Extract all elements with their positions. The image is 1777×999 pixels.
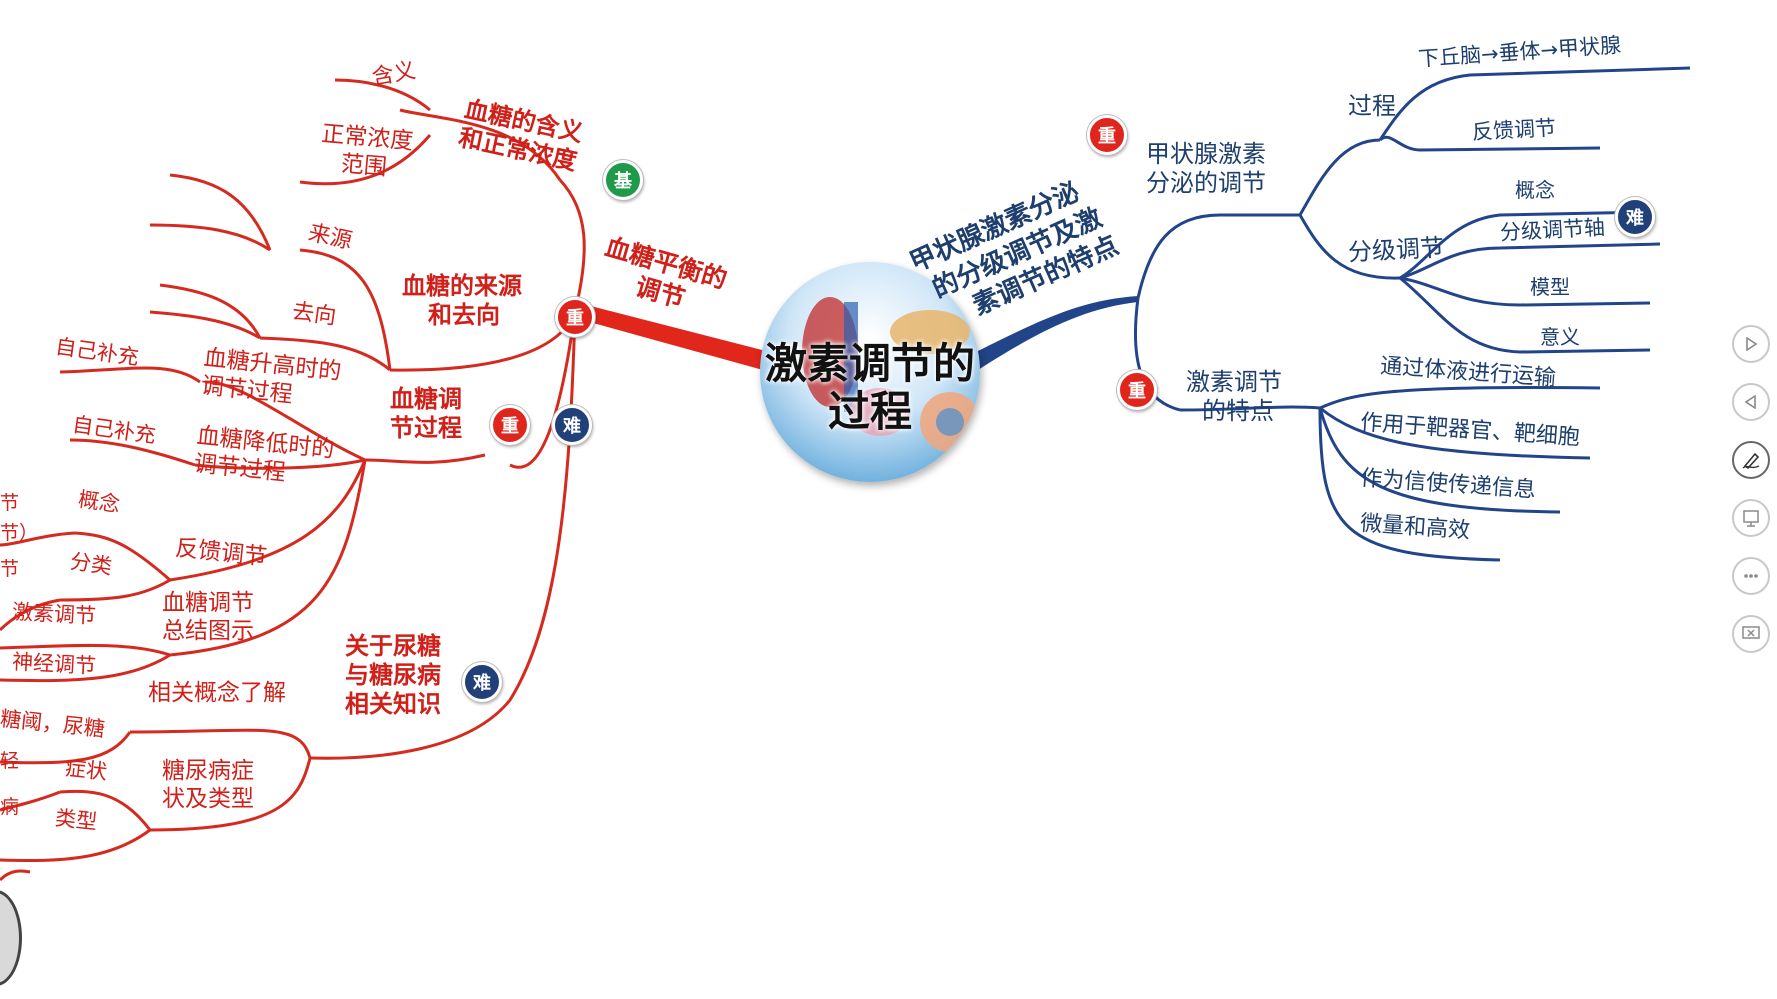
badge-hard: 难 <box>462 662 502 702</box>
next-slide-button[interactable] <box>1732 325 1770 363</box>
topic-regulation-process[interactable]: 血糖调 节过程 <box>390 385 462 442</box>
pen-icon <box>1742 452 1760 470</box>
node-grading-concept[interactable]: 概念 <box>1515 178 1555 202</box>
node-normal-concentration[interactable]: 正常浓度 范围 <box>320 121 415 181</box>
cut-off-text: 轻 <box>0 750 20 772</box>
node-feedback[interactable]: 反馈调节 <box>1471 115 1557 145</box>
node-hormone-regulation[interactable]: 激素调节 <box>11 599 97 629</box>
pointer-tool-button[interactable] <box>1732 499 1770 537</box>
node-neural-regulation[interactable]: 神经调节 <box>11 649 97 679</box>
main-branch-right <box>970 296 1138 372</box>
organ-illustration <box>802 297 980 452</box>
node-symptoms-types[interactable]: 糖尿病症 状及类型 <box>162 758 254 812</box>
badge-key: 重 <box>490 405 530 445</box>
end-presentation-button[interactable] <box>1732 615 1770 653</box>
node-grading-regulation[interactable]: 分级调节 <box>1347 233 1445 267</box>
center-topic-image[interactable] <box>760 262 980 482</box>
center-topic-title: 激素调节的 过程 <box>764 339 975 437</box>
badge-key: 重 <box>1117 370 1157 410</box>
main-branch-left <box>575 302 770 372</box>
topic-hormone-features[interactable]: 激素调节 的特点 <box>1186 368 1282 425</box>
topic-thyroid-secretion[interactable]: 甲状腺激素 分泌的调节 <box>1146 140 1266 197</box>
node-summary-diagram[interactable]: 血糖调节 总结图示 <box>162 590 254 644</box>
cut-off-text: 节） <box>0 522 39 544</box>
node-grading-model[interactable]: 模型 <box>1530 275 1570 299</box>
node-process[interactable]: 过程 <box>1348 92 1396 120</box>
badge-key: 重 <box>555 297 595 337</box>
prev-slide-button[interactable] <box>1732 383 1770 421</box>
topic-diabetes-knowledge[interactable]: 关于尿糖 与糖尿病 相关知识 <box>345 632 441 718</box>
close-presentation-icon <box>1742 626 1760 639</box>
pen-tool-button[interactable] <box>1732 441 1770 479</box>
pointer-icon <box>1743 510 1759 527</box>
badge-basic: 基 <box>603 160 643 200</box>
badge-hard: 难 <box>552 405 592 445</box>
badge-hard: 难 <box>1615 197 1655 237</box>
more-options-button[interactable] <box>1732 557 1770 595</box>
node-types[interactable]: 类型 <box>53 805 99 835</box>
more-icon <box>1744 574 1758 578</box>
topic-source[interactable]: 血糖的来源 和去向 <box>402 272 522 329</box>
cut-off-text: 节 <box>0 492 20 514</box>
node-symptoms[interactable]: 症状 <box>63 755 109 785</box>
node-related-concepts[interactable]: 相关概念了解 <box>148 680 286 706</box>
play-prev-icon <box>1744 395 1756 409</box>
cut-off-text: 节 <box>0 558 20 580</box>
play-next-icon <box>1746 337 1758 351</box>
cut-off-text: 病 <box>0 796 20 818</box>
badge-key: 重 <box>1087 115 1127 155</box>
node-grading-significance[interactable]: 意义 <box>1540 325 1580 349</box>
